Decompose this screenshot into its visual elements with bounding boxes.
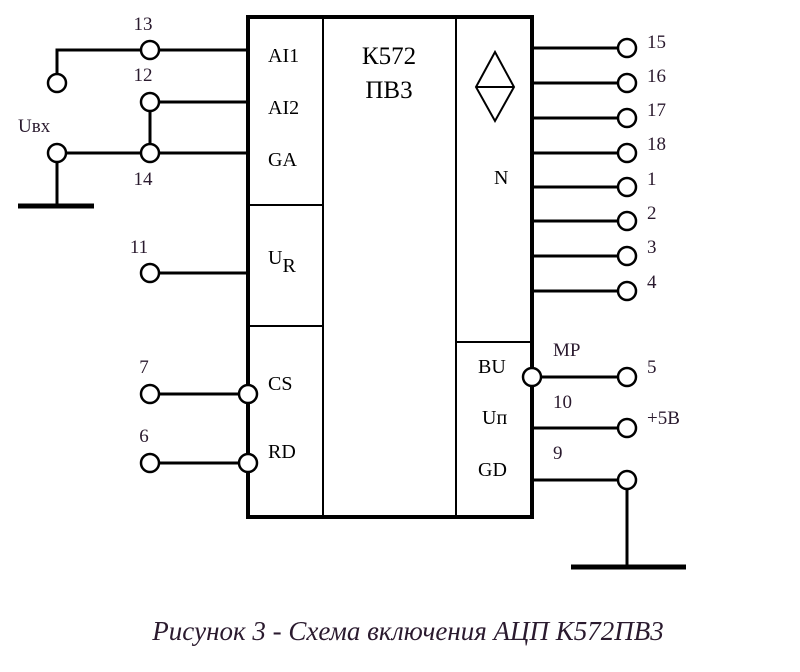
wire-pin12 <box>148 100 248 144</box>
label-plus5v: +5В <box>647 408 680 429</box>
terminal-pin2 <box>616 210 638 232</box>
terminal-uvx <box>46 142 68 164</box>
terminal-pin14 <box>139 142 161 164</box>
pin-number-3: 3 <box>647 237 657 258</box>
pin-number-16: 16 <box>647 66 666 87</box>
signal-bu: BU <box>478 356 506 378</box>
terminal-pin1 <box>616 176 638 198</box>
pin-number-7: 7 <box>139 357 149 378</box>
pin-number-1: 1 <box>647 169 657 190</box>
terminal-pin15 <box>616 37 638 59</box>
pin-number-4: 4 <box>647 272 657 293</box>
chip-body <box>246 15 534 519</box>
terminal-pin3 <box>616 245 638 267</box>
terminal-pin10 <box>616 417 638 439</box>
pin-number-10: 10 <box>553 392 572 413</box>
pin-number-11: 11 <box>130 237 148 258</box>
figure-caption: Рисунок 3 - Схема включения АЦП К572ПВ3 <box>151 616 663 646</box>
signal-ai2: AI2 <box>268 97 299 119</box>
pin-number-9: 9 <box>553 443 563 464</box>
signal-ai1: AI1 <box>268 45 299 67</box>
terminal-pin4 <box>616 280 638 302</box>
label-mp: МР <box>553 340 580 361</box>
terminal-pin12 <box>139 91 161 113</box>
terminal-pin5 <box>616 366 638 388</box>
chip-title-line2: ПВ3 <box>365 77 412 104</box>
pin-number-17: 17 <box>647 100 666 121</box>
inversion-bubble-rd <box>237 452 259 474</box>
signal-cs: CS <box>268 373 292 395</box>
signal-ur-subscript: R <box>282 255 296 277</box>
pin-number-15: 15 <box>647 32 666 53</box>
wire-pin9 <box>532 478 629 567</box>
signal-gd: GD <box>478 459 507 481</box>
label-uvx: Uвх <box>18 116 51 137</box>
pin-number-13: 13 <box>134 14 153 35</box>
terminal-pin18 <box>616 142 638 164</box>
terminal-pin13 <box>139 39 161 61</box>
terminal-pin17 <box>616 107 638 129</box>
pin-number-14: 14 <box>134 169 154 190</box>
pin-number-5: 5 <box>647 357 657 378</box>
chip-title-line1: К572 <box>362 43 416 70</box>
signal-up: Uп <box>482 407 507 429</box>
signal-ur-main: U <box>268 247 283 269</box>
pin-number-2: 2 <box>647 203 657 224</box>
inversion-bubble-bu <box>521 366 543 388</box>
pin-number-12: 12 <box>134 65 153 86</box>
signal-rd: RD <box>268 441 296 463</box>
pin-number-18: 18 <box>647 134 666 155</box>
signal-ur: UR <box>268 247 296 277</box>
terminal-pin6 <box>139 452 161 474</box>
terminal-pin9 <box>616 469 638 491</box>
terminal-pin11 <box>139 262 161 284</box>
inversion-bubble-cs <box>237 383 259 405</box>
terminal-pin16 <box>616 72 638 94</box>
wire-pin13 <box>55 48 248 75</box>
signal-n: N <box>494 167 508 189</box>
bus-direction-icon <box>474 49 516 124</box>
signal-ga: GA <box>268 149 297 171</box>
terminal-pin7 <box>139 383 161 405</box>
wire-pin14 <box>55 151 248 206</box>
pin-number-6: 6 <box>139 426 149 447</box>
terminal-uvx-top <box>46 72 68 94</box>
